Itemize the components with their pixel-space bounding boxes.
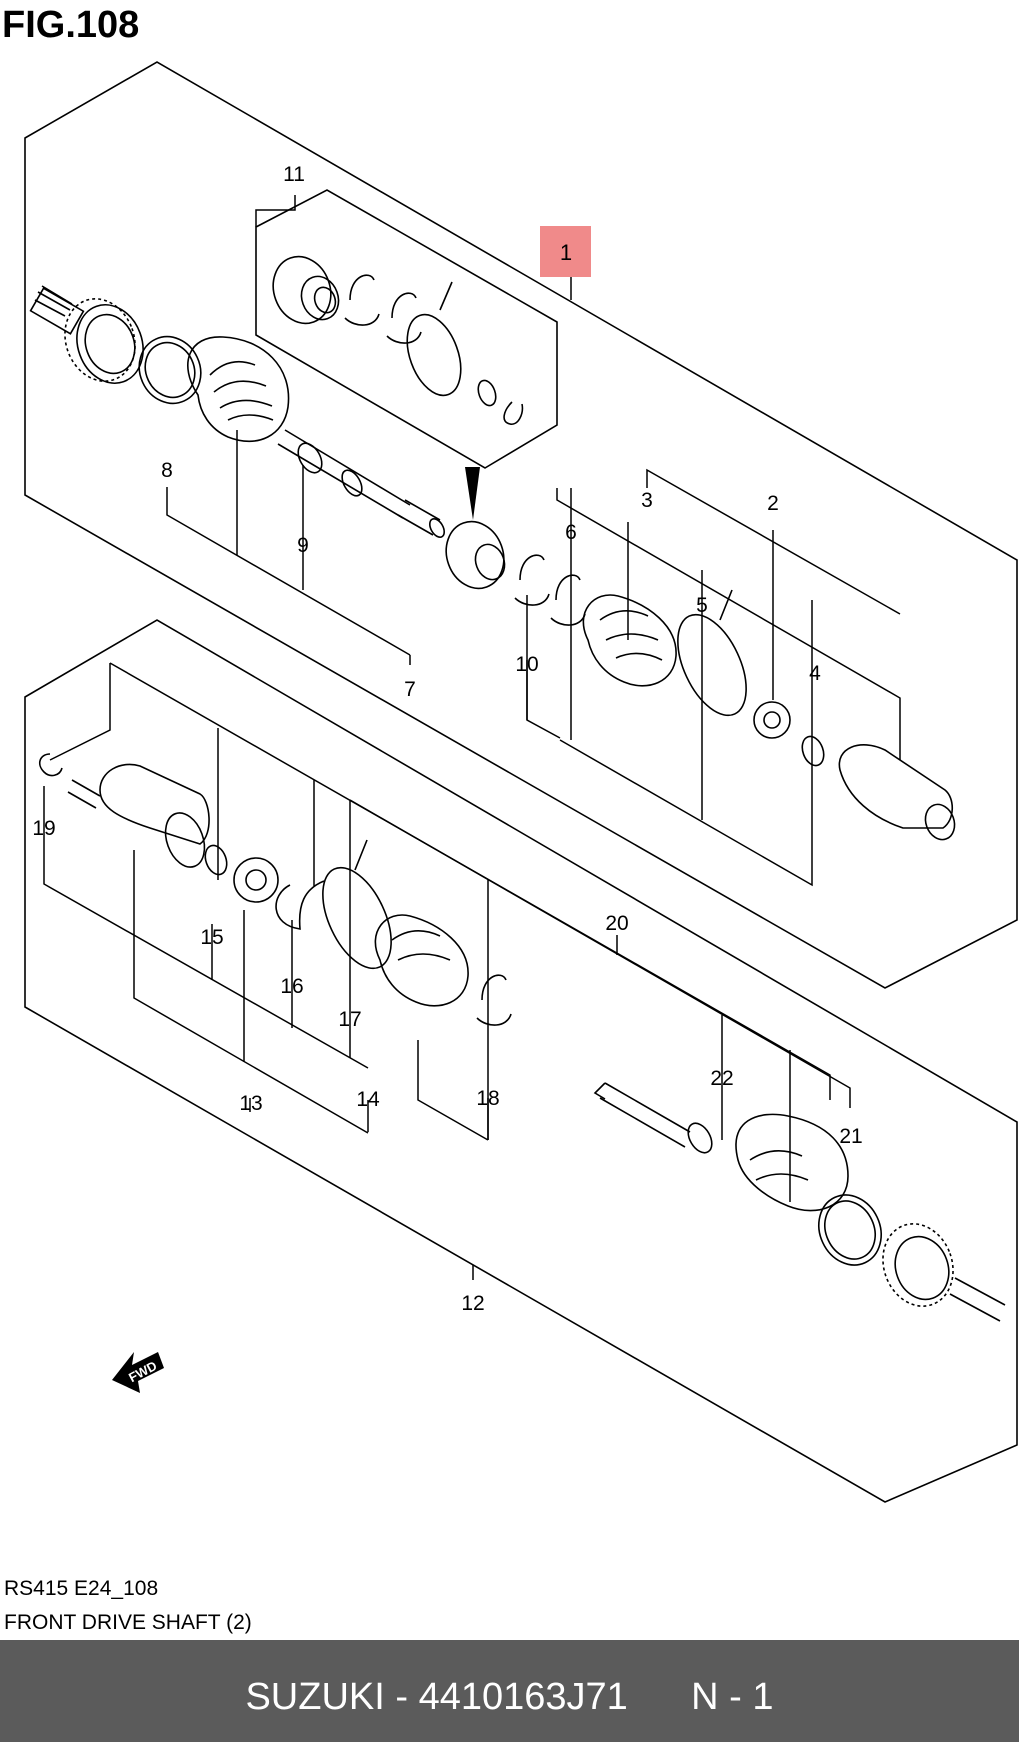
callout-2[interactable]: 2 <box>767 492 779 515</box>
callout-10[interactable]: 10 <box>515 653 538 676</box>
part-position: N - 1 <box>691 1676 774 1718</box>
part-number: 4410163J71 <box>418 1676 628 1718</box>
exploded-parts-diagram: 1 2 3 4 5 6 7 8 9 10 11 12 13 14 15 16 1… <box>24 61 1018 1503</box>
figure-title: FIG.108 <box>2 4 140 46</box>
callout-17[interactable]: 17 <box>338 1008 361 1031</box>
callout-13[interactable]: 13 <box>239 1092 262 1115</box>
leader-lines <box>43 195 901 1280</box>
highlight-box-part-1 <box>540 226 591 277</box>
callout-15[interactable]: 15 <box>200 926 223 949</box>
callout-22[interactable]: 22 <box>710 1067 733 1090</box>
model-code: RS415 E24_108 <box>4 1577 159 1600</box>
callout-12[interactable]: 12 <box>461 1292 484 1315</box>
callout-1[interactable]: 1 <box>560 240 572 265</box>
section-name: FRONT DRIVE SHAFT (2) <box>4 1611 252 1634</box>
lower-shaft-drawing <box>593 1082 1006 1322</box>
callout-16[interactable]: 16 <box>280 975 303 998</box>
callout-3[interactable]: 3 <box>641 489 653 512</box>
lower-row-parts <box>38 753 512 1026</box>
callout-6[interactable]: 6 <box>565 521 577 544</box>
callout-5[interactable]: 5 <box>696 594 708 617</box>
callout-7[interactable]: 7 <box>404 678 416 701</box>
callout-8[interactable]: 8 <box>161 459 173 482</box>
callout-4[interactable]: 4 <box>809 662 821 685</box>
upper-assembly-frame <box>24 61 1018 989</box>
fwd-arrow-icon <box>112 1352 164 1393</box>
callout-18[interactable]: 18 <box>476 1087 499 1110</box>
callout-9[interactable]: 9 <box>297 534 309 557</box>
part-info-text: SUZUKI - 4410163J71 N - 1 <box>245 1676 774 1718</box>
brand-name: SUZUKI <box>245 1676 385 1718</box>
callout-14[interactable]: 14 <box>356 1088 380 1111</box>
callout-11[interactable]: 11 <box>283 163 305 186</box>
upper-shaft-drawing <box>29 285 446 538</box>
part-info-bar: SUZUKI - 4410163J71 N - 1 <box>0 1640 1019 1742</box>
kit-11-parts <box>272 255 524 425</box>
kit-11-frame <box>255 189 558 469</box>
kit-arrow <box>465 467 480 520</box>
callout-20[interactable]: 20 <box>605 912 628 935</box>
callout-21[interactable]: 21 <box>839 1125 862 1148</box>
callout-19[interactable]: 19 <box>32 817 55 840</box>
inner-joint-parts <box>445 520 956 841</box>
lower-assembly-frame <box>24 619 1018 1503</box>
